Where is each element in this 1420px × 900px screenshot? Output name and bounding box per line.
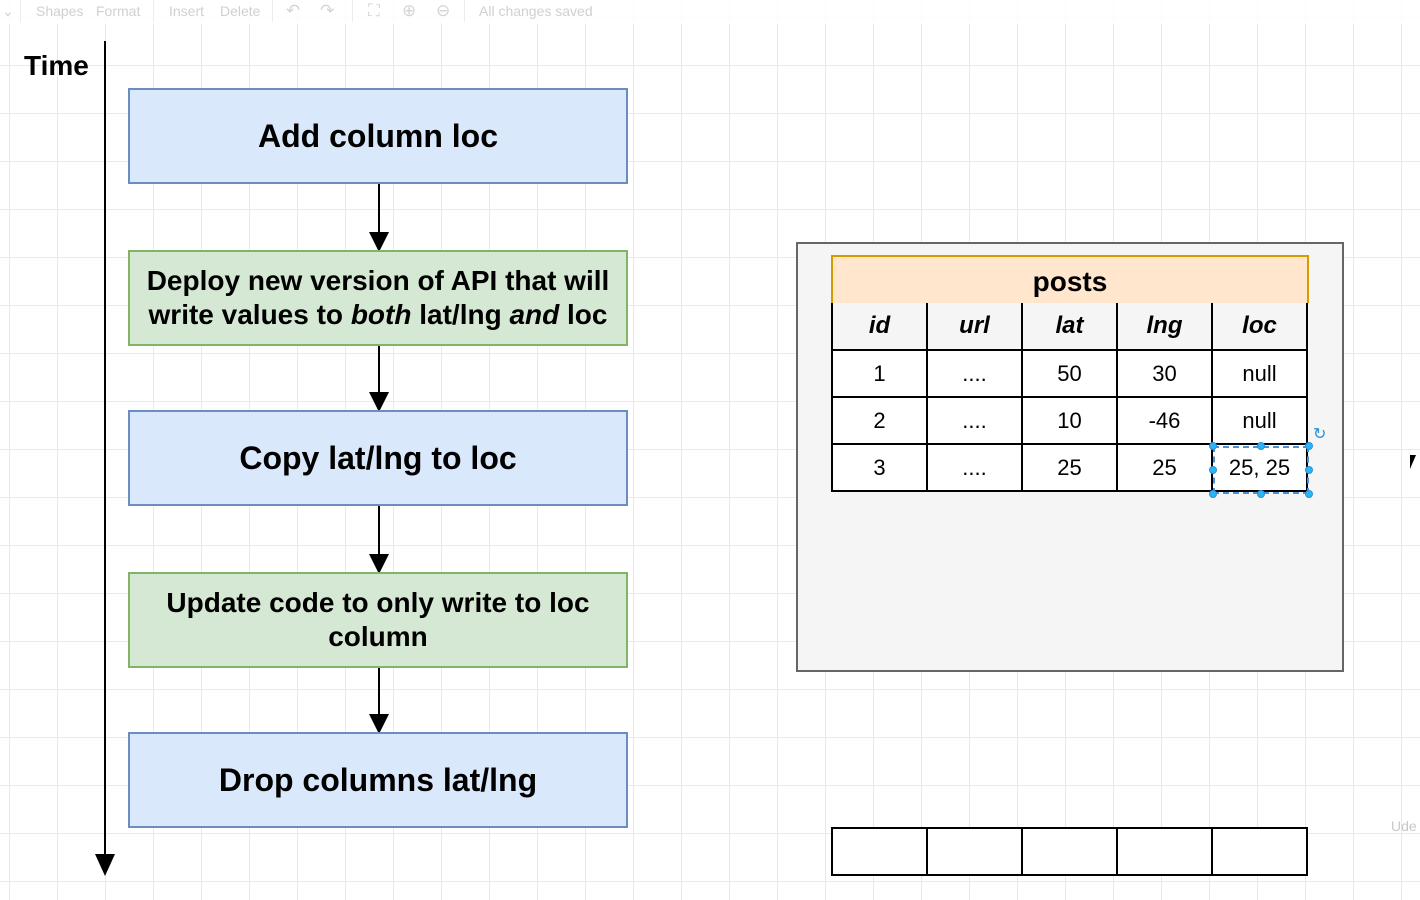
column-header-id[interactable]: id <box>831 303 928 351</box>
step-update-code[interactable]: Update code to only write to loc column <box>128 572 628 668</box>
table-cell[interactable] <box>1211 827 1308 876</box>
time-axis-line[interactable] <box>104 41 106 861</box>
table-cell[interactable]: 30 <box>1116 349 1213 398</box>
step-label: Add column loc <box>258 118 498 154</box>
step-label: Update code to only write to loc column <box>166 586 589 654</box>
step-emphasis-both: both <box>350 299 412 330</box>
table-cell[interactable]: -46 <box>1116 396 1213 445</box>
table-cell[interactable]: .... <box>926 349 1023 398</box>
step-deploy-api[interactable]: Deploy new version of API that will writ… <box>128 250 628 346</box>
flow-arrow[interactable] <box>369 346 389 412</box>
table-cell[interactable]: .... <box>926 443 1023 492</box>
resize-handle[interactable] <box>1209 466 1217 474</box>
table-cell[interactable] <box>1116 827 1213 876</box>
table-header-row: id url lat lng loc <box>831 303 1308 351</box>
mouse-cursor-icon <box>1410 455 1416 469</box>
toolbar-divider <box>153 0 154 22</box>
toolbar-divider <box>20 0 21 22</box>
step-line-2-post: loc <box>559 299 608 330</box>
step-line-2-pre: write values to <box>148 299 351 330</box>
table-cell[interactable]: null <box>1211 396 1308 445</box>
column-header-url[interactable]: url <box>926 303 1023 351</box>
step-line-1: Deploy new version of API that will <box>146 265 610 296</box>
resize-handle[interactable] <box>1209 490 1217 498</box>
resize-handle[interactable] <box>1209 442 1217 450</box>
delete-button[interactable]: Delete <box>220 3 261 19</box>
zoom-out-icon[interactable]: ⊖ <box>436 1 451 20</box>
posts-table[interactable]: id url lat lng loc 1 .... 50 30 null 2 .… <box>831 303 1308 492</box>
flow-arrow[interactable] <box>369 668 389 734</box>
fullscreen-icon[interactable]: ⛶ <box>368 1 380 20</box>
toolbar-divider <box>352 0 353 22</box>
table-cell[interactable]: 2 <box>831 396 928 445</box>
time-axis-label: Time <box>24 50 89 81</box>
table-cell[interactable]: null <box>1211 349 1308 398</box>
table-row: 1 .... 50 30 null <box>831 349 1308 398</box>
step-add-column[interactable]: Add column loc <box>128 88 628 184</box>
zoom-in-icon[interactable]: ⊕ <box>402 1 417 20</box>
undo-icon[interactable]: ↶ <box>286 1 301 20</box>
resize-handle[interactable] <box>1257 442 1265 450</box>
column-header-lng[interactable]: lng <box>1116 303 1213 351</box>
column-header-lat[interactable]: lat <box>1021 303 1118 351</box>
resize-handle[interactable] <box>1305 490 1313 498</box>
table-cell[interactable]: 25 <box>1116 443 1213 492</box>
time-axis-arrowhead <box>95 854 115 876</box>
column-header-loc[interactable]: loc <box>1211 303 1308 351</box>
flow-arrow[interactable] <box>369 506 389 574</box>
chevron-down-icon[interactable]: ⌄ <box>2 3 14 19</box>
step-label: Drop columns lat/lng <box>218 762 538 798</box>
toolbar: ⌄ Shapes Format Insert Delete ↶ ↷ ⛶ ⊕ ⊖ … <box>0 0 1420 24</box>
empty-table[interactable] <box>831 827 1308 876</box>
step-line-1: Update code to only write to loc <box>166 587 590 618</box>
step-copy-values[interactable]: Copy lat/lng to loc <box>128 410 628 506</box>
table-cell-selected[interactable]: 25, 25 <box>1211 443 1308 492</box>
step-label: Deploy new version of API that will writ… <box>147 264 610 332</box>
resize-handle[interactable] <box>1257 490 1265 498</box>
step-emphasis-and: and <box>509 299 560 330</box>
table-cell[interactable]: 10 <box>1021 396 1118 445</box>
insert-button[interactable]: Insert <box>169 3 205 19</box>
table-cell[interactable]: 50 <box>1021 349 1118 398</box>
save-status: All changes saved <box>479 3 593 19</box>
table-row: 3 .... 25 25 25, 25 <box>831 443 1308 492</box>
step-line-2-mid: lat/lng <box>411 299 510 330</box>
table-cell[interactable]: .... <box>926 396 1023 445</box>
table-title[interactable]: posts <box>831 255 1309 303</box>
step-line-2: column <box>328 621 428 652</box>
toolbar-divider <box>464 0 465 22</box>
table-cell[interactable] <box>1021 827 1118 876</box>
table-cell[interactable] <box>831 827 928 876</box>
table-cell[interactable]: 3 <box>831 443 928 492</box>
step-drop-columns[interactable]: Drop columns lat/lng <box>128 732 628 828</box>
table-cell[interactable] <box>926 827 1023 876</box>
step-label: Copy lat/lng to loc <box>239 440 517 476</box>
toolbar-divider <box>272 0 273 22</box>
flow-arrow[interactable] <box>369 184 389 252</box>
table-row <box>831 827 1308 876</box>
redo-icon[interactable]: ↷ <box>320 1 335 20</box>
watermark-text: Ude <box>1391 818 1417 834</box>
table-row: 2 .... 10 -46 null <box>831 396 1308 445</box>
shapes-button[interactable]: Shapes <box>36 3 84 19</box>
table-cell[interactable]: 25 <box>1021 443 1118 492</box>
format-button[interactable]: Format <box>96 3 141 19</box>
resize-handle[interactable] <box>1305 466 1313 474</box>
rotate-icon[interactable]: ↻ <box>1313 426 1327 443</box>
table-cell[interactable]: 1 <box>831 349 928 398</box>
resize-handle[interactable] <box>1305 442 1313 450</box>
